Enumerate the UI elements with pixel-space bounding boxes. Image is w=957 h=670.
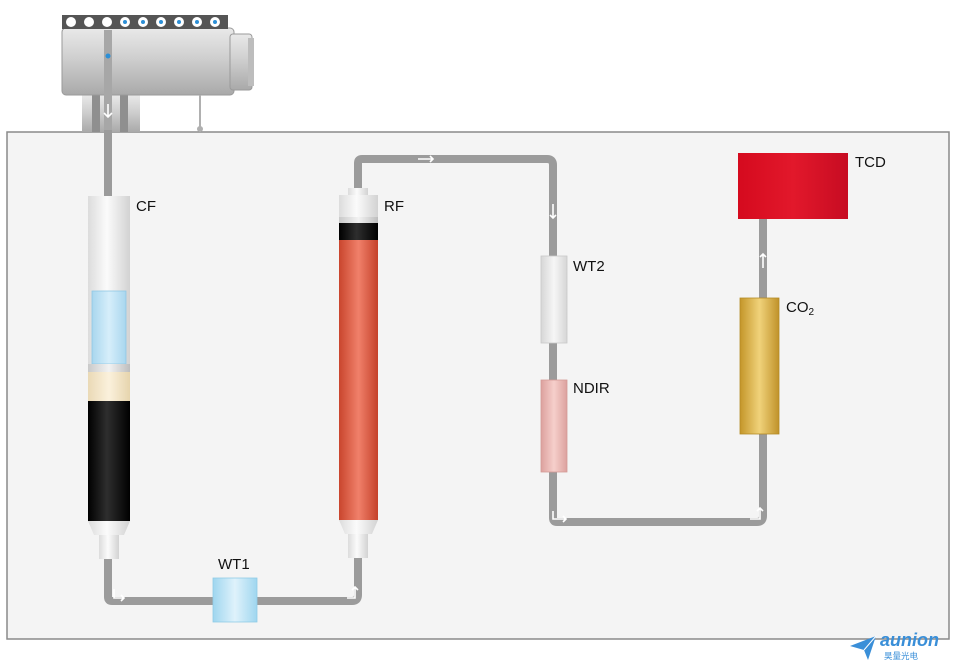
flow-arrow-corner-icon [552,511,568,523]
flow-arrow-down-icon [103,104,113,119]
flow-arrow-corner-icon [113,589,126,602]
sample-carousel [66,17,220,27]
tcd-label: TCD [855,154,886,171]
flow-arrows [103,104,767,602]
cf-label: CF [136,198,156,215]
co2-label-subscript: 2 [809,307,815,318]
flow-arrow-corner-icon [347,585,359,599]
rf-label: RF [384,198,404,215]
wt1-label: WT1 [218,556,250,573]
flow-arrow-down-icon [549,204,557,220]
pipe-rf-to-wt2 [354,155,557,258]
paper-plane-icon [850,636,876,660]
wt2-trap [540,255,568,344]
co2-label: CO2 [786,299,815,318]
logo-brand: aunion [880,630,939,650]
brand-logo: aunion 昊量光电 [850,630,939,662]
flow-arrow-corner-icon [750,506,764,520]
rf-column [339,188,378,558]
ndir-label: NDIR [573,380,610,397]
wt1-trap [212,577,258,623]
flow-arrow-up-icon [759,252,767,268]
flow-arrow-right-icon [418,155,435,163]
cf-column [88,196,130,559]
furnace-unit [61,15,254,132]
logo-subtitle: 昊量光电 [884,651,919,662]
tcd-detector [738,153,848,219]
wt2-label: WT2 [573,258,605,275]
ndir-detector [540,379,568,473]
co2-trap [739,297,780,435]
co2-label-main: CO [786,299,809,316]
